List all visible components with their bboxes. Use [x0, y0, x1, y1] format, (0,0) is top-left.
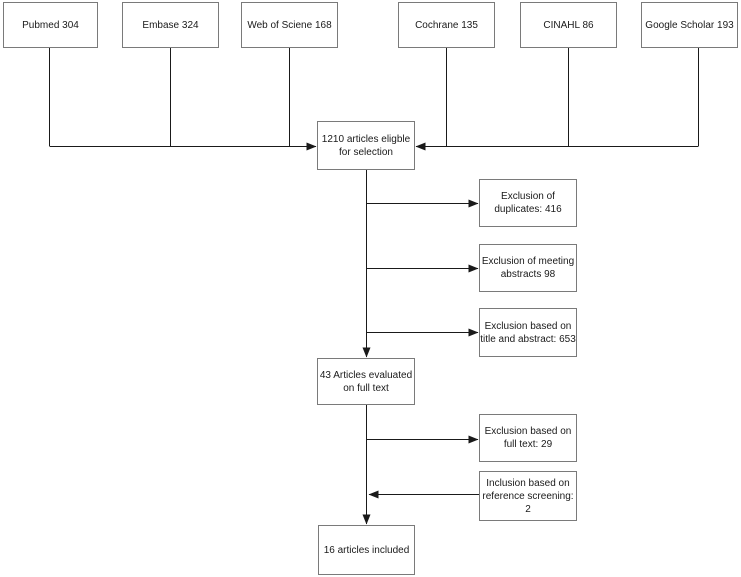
- node-exclusion-title-abstract-label: Exclusion based on title and abstract: 6…: [480, 320, 576, 345]
- node-web-of-science-label: Web of Sciene 168: [247, 19, 332, 31]
- node-exclusion-title-abstract: Exclusion based on title and abstract: 6…: [479, 308, 577, 357]
- node-web-of-science: Web of Sciene 168: [241, 2, 338, 48]
- node-cochrane: Cochrane 135: [398, 2, 495, 48]
- node-pubmed-label: Pubmed 304: [22, 19, 79, 31]
- node-embase: Embase 324: [122, 2, 219, 48]
- node-inclusion-reference-screening: Inclusion based on reference screening: …: [479, 471, 577, 521]
- node-exclusion-meeting-abstracts-label: Exclusion of meeting abstracts 98: [481, 256, 575, 280]
- node-exclusion-duplicates-label: Exclusion of duplicates: 416: [494, 191, 562, 215]
- node-eligible-for-selection: 1210 articles eligble for selection: [317, 121, 415, 170]
- node-exclusion-full-text-label: Exclusion based on full text: 29: [484, 426, 572, 450]
- node-cinahl: CINAHL 86: [520, 2, 617, 48]
- node-google-scholar-label: Google Scholar 193: [645, 19, 734, 31]
- node-pubmed: Pubmed 304: [3, 2, 98, 48]
- node-google-scholar: Google Scholar 193: [641, 2, 738, 48]
- node-inclusion-reference-screening-label: Inclusion based on reference screening: …: [482, 477, 574, 515]
- node-exclusion-meeting-abstracts: Exclusion of meeting abstracts 98: [479, 244, 577, 292]
- node-articles-included-label: 16 articles included: [323, 544, 410, 556]
- node-cochrane-label: Cochrane 135: [415, 19, 478, 31]
- node-eligible-label: 1210 articles eligble for selection: [321, 133, 411, 158]
- node-evaluated-full-text-label: 43 Articles evaluated on full text: [319, 369, 413, 394]
- node-exclusion-duplicates: Exclusion of duplicates: 416: [479, 179, 577, 227]
- node-embase-label: Embase 324: [142, 19, 199, 31]
- node-exclusion-full-text: Exclusion based on full text: 29: [479, 414, 577, 462]
- node-evaluated-full-text: 43 Articles evaluated on full text: [317, 358, 415, 405]
- node-cinahl-label: CINAHL 86: [543, 19, 594, 31]
- node-articles-included: 16 articles included: [318, 525, 415, 575]
